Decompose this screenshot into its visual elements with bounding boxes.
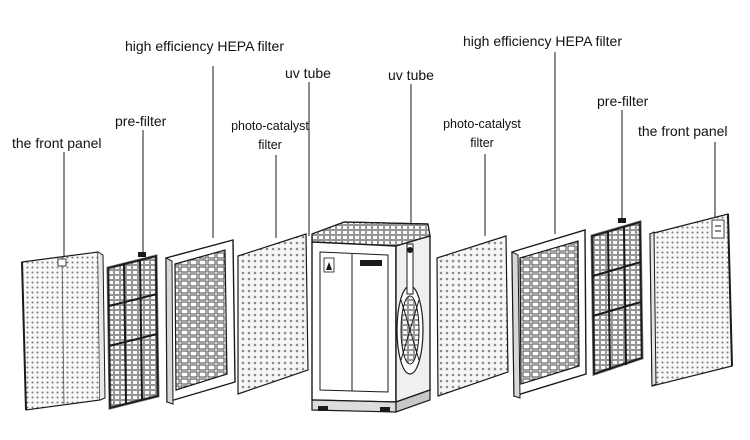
label-front-panel-left: the front panel [12,135,102,151]
photocatalyst-filter-left [237,233,309,395]
leader-lines [63,52,716,262]
front-panel-right [649,213,733,387]
label-photocatalyst-right-line1: photo-catalyst [443,117,521,131]
hepa-filter-right [511,229,587,399]
label-hepa-left: high efficiency HEPA filter [125,38,285,54]
label-prefilter-left: pre-filter [115,113,167,129]
label-photocatalyst-right: photo-catalyst filter [427,115,537,153]
label-hepa-right: high efficiency HEPA filter [463,33,623,49]
hepa-filter-left [165,239,236,405]
prefilter-right [590,218,644,377]
label-photocatalyst-right-line2: filter [470,136,494,150]
label-front-panel-right: the front panel [638,123,728,139]
label-photocatalyst-left-line2: filter [258,138,282,152]
prefilter-left [106,252,160,410]
label-uv-tube-left: uv tube [285,65,331,81]
photocatalyst-filter-right [436,235,509,397]
label-photocatalyst-left: photo-catalyst filter [215,117,325,155]
label-photocatalyst-left-line1: photo-catalyst [231,119,309,133]
main-unit [311,221,431,413]
label-uv-tube-right: uv tube [388,67,434,83]
label-prefilter-right: pre-filter [597,93,649,109]
front-panel-left [21,251,106,411]
